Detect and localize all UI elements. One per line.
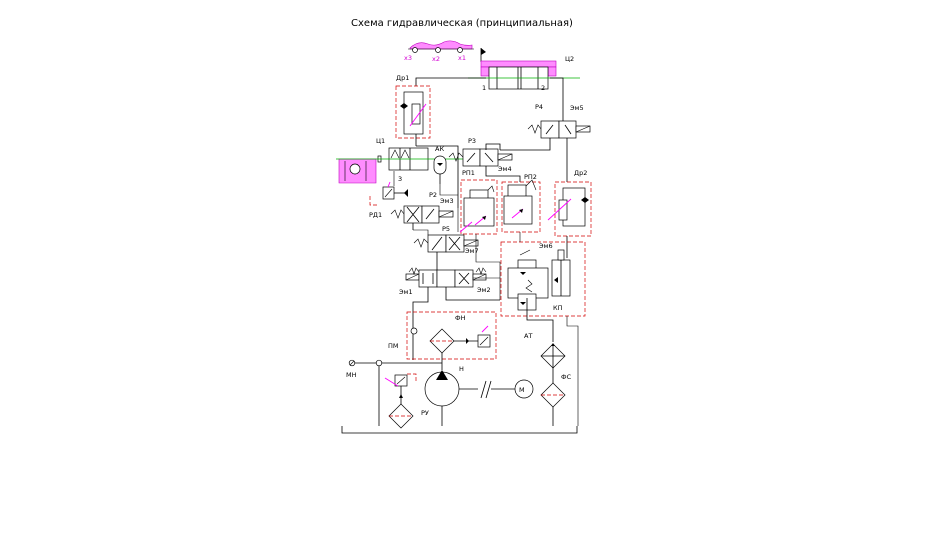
label-c2: Ц2 <box>565 55 574 63</box>
label-mn: МН <box>346 371 357 379</box>
label-em2: Эм2 <box>477 286 491 294</box>
valve-r4: Р4 Эм5 <box>500 103 591 182</box>
diagram-title: Схема гидравлическая (принципиальная) <box>351 18 573 29</box>
connection-lines <box>393 171 579 426</box>
pressure-relay-rp2: РП2 <box>501 173 541 233</box>
probe-x1-icon <box>457 47 463 53</box>
label-dr1: Др1 <box>396 74 409 82</box>
label-em1: Эм1 <box>399 288 413 296</box>
label-c1: Ц1 <box>376 137 385 145</box>
check-valve-icon <box>581 197 589 203</box>
valve-r2: Р2 Эм3 РД1 <box>369 181 454 230</box>
label-port-2: 2 <box>541 84 545 92</box>
relief-valve-ru: РУ <box>384 373 429 429</box>
valve-block-em6-kp: Эм6 КП <box>500 241 586 342</box>
label-ru: РУ <box>421 409 429 417</box>
pressure-filter-fn: ФН <box>406 311 497 370</box>
label-x1: x1 <box>458 54 466 62</box>
cooler-at-filter-fs: АТ ФС <box>524 332 572 426</box>
label-r5: Р5 <box>442 225 450 233</box>
probe-x2-icon <box>435 47 441 53</box>
throttle-dr2: Др2 <box>547 169 592 258</box>
gauge-mn-pm: ПМ МН <box>346 342 442 426</box>
cylinder-c1: Ц1 3 <box>336 137 468 208</box>
probe-x3-icon <box>412 47 418 53</box>
label-kp: КП <box>553 304 563 312</box>
throttle-dr1: Др1 <box>395 74 431 146</box>
label-pm: ПМ <box>388 342 399 350</box>
label-rp1: РП1 <box>462 169 475 177</box>
electric-motor-icon <box>514 379 534 399</box>
label-port-1: 1 <box>482 84 486 92</box>
workpiece-profile: x3 x2 x1 <box>404 40 486 63</box>
tank-return-line <box>341 426 578 434</box>
label-motor: М <box>519 386 525 394</box>
label-em5: Эм5 <box>570 104 584 112</box>
label-at: АТ <box>524 332 532 340</box>
label-x2: x2 <box>432 55 440 63</box>
label-rd1: РД1 <box>369 211 382 219</box>
check-valve-icon <box>400 103 408 109</box>
label-r3: Р3 <box>468 137 476 145</box>
label-em6: Эм6 <box>539 242 553 250</box>
flag-icon <box>481 48 486 55</box>
label-rp2: РП2 <box>524 173 537 181</box>
accumulator-ak: АК <box>433 145 447 184</box>
label-x3: x3 <box>404 54 412 62</box>
label-em7: Эм7 <box>465 247 479 255</box>
label-r4: Р4 <box>535 103 543 111</box>
cylinder-c2: Ц2 1 2 <box>415 55 580 122</box>
valve-r3: Р3 Эм4 <box>448 137 521 182</box>
label-fs: ФС <box>561 373 572 381</box>
label-ak: АК <box>435 145 444 153</box>
valve-r5: Р5 Эм7 <box>413 221 479 270</box>
label-port-3: 3 <box>398 175 402 183</box>
label-n: Н <box>459 365 464 373</box>
pump-motor: Н М <box>424 365 534 426</box>
label-fn: ФН <box>455 314 466 322</box>
label-dr2: Др2 <box>574 169 587 177</box>
label-em3: Эм3 <box>440 197 454 205</box>
pressure-relay-rp1: РП1 <box>460 169 498 235</box>
label-em4: Эм4 <box>498 165 512 173</box>
label-r2: Р2 <box>429 191 437 199</box>
